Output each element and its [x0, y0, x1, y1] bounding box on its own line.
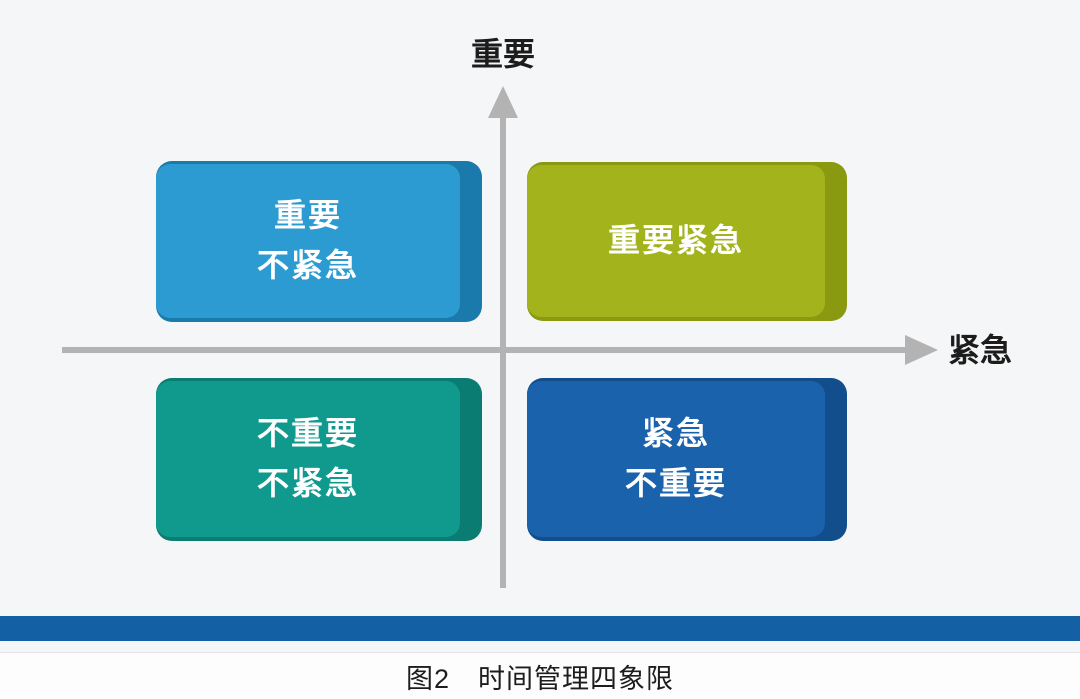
quadrant-card-urgent-not-important: 紧急 不重要: [527, 378, 847, 541]
divider-bar: [0, 616, 1080, 641]
quadrant-label: 重要紧急: [607, 222, 744, 259]
quadrant-surface: 重要 不紧急: [156, 164, 460, 318]
quadrant-surface: 不重要 不紧急: [156, 381, 460, 537]
quadrant-surface: 重要紧急: [527, 165, 825, 317]
right-arrow-icon: [905, 335, 938, 365]
quadrant-label: 重要 不紧急: [256, 197, 359, 283]
x-axis-line: [62, 347, 908, 353]
caption-area: 图2 时间管理四象限: [0, 652, 1080, 699]
quadrant-card-not-important-not-urgent: 不重要 不紧急: [156, 378, 482, 541]
x-axis-label: 紧急: [948, 332, 1013, 368]
quadrant-label: 不重要 不紧急: [256, 415, 359, 501]
quadrant-card-important-urgent: 重要紧急: [527, 162, 847, 321]
quadrant-label: 紧急 不重要: [624, 415, 727, 501]
figure-caption: 图2 时间管理四象限: [405, 664, 675, 694]
y-axis-label: 重要: [470, 36, 536, 72]
quadrant-card-important-not-urgent: 重要 不紧急: [156, 161, 482, 322]
up-arrow-icon: [488, 86, 518, 118]
quadrant-surface: 紧急 不重要: [527, 381, 825, 537]
